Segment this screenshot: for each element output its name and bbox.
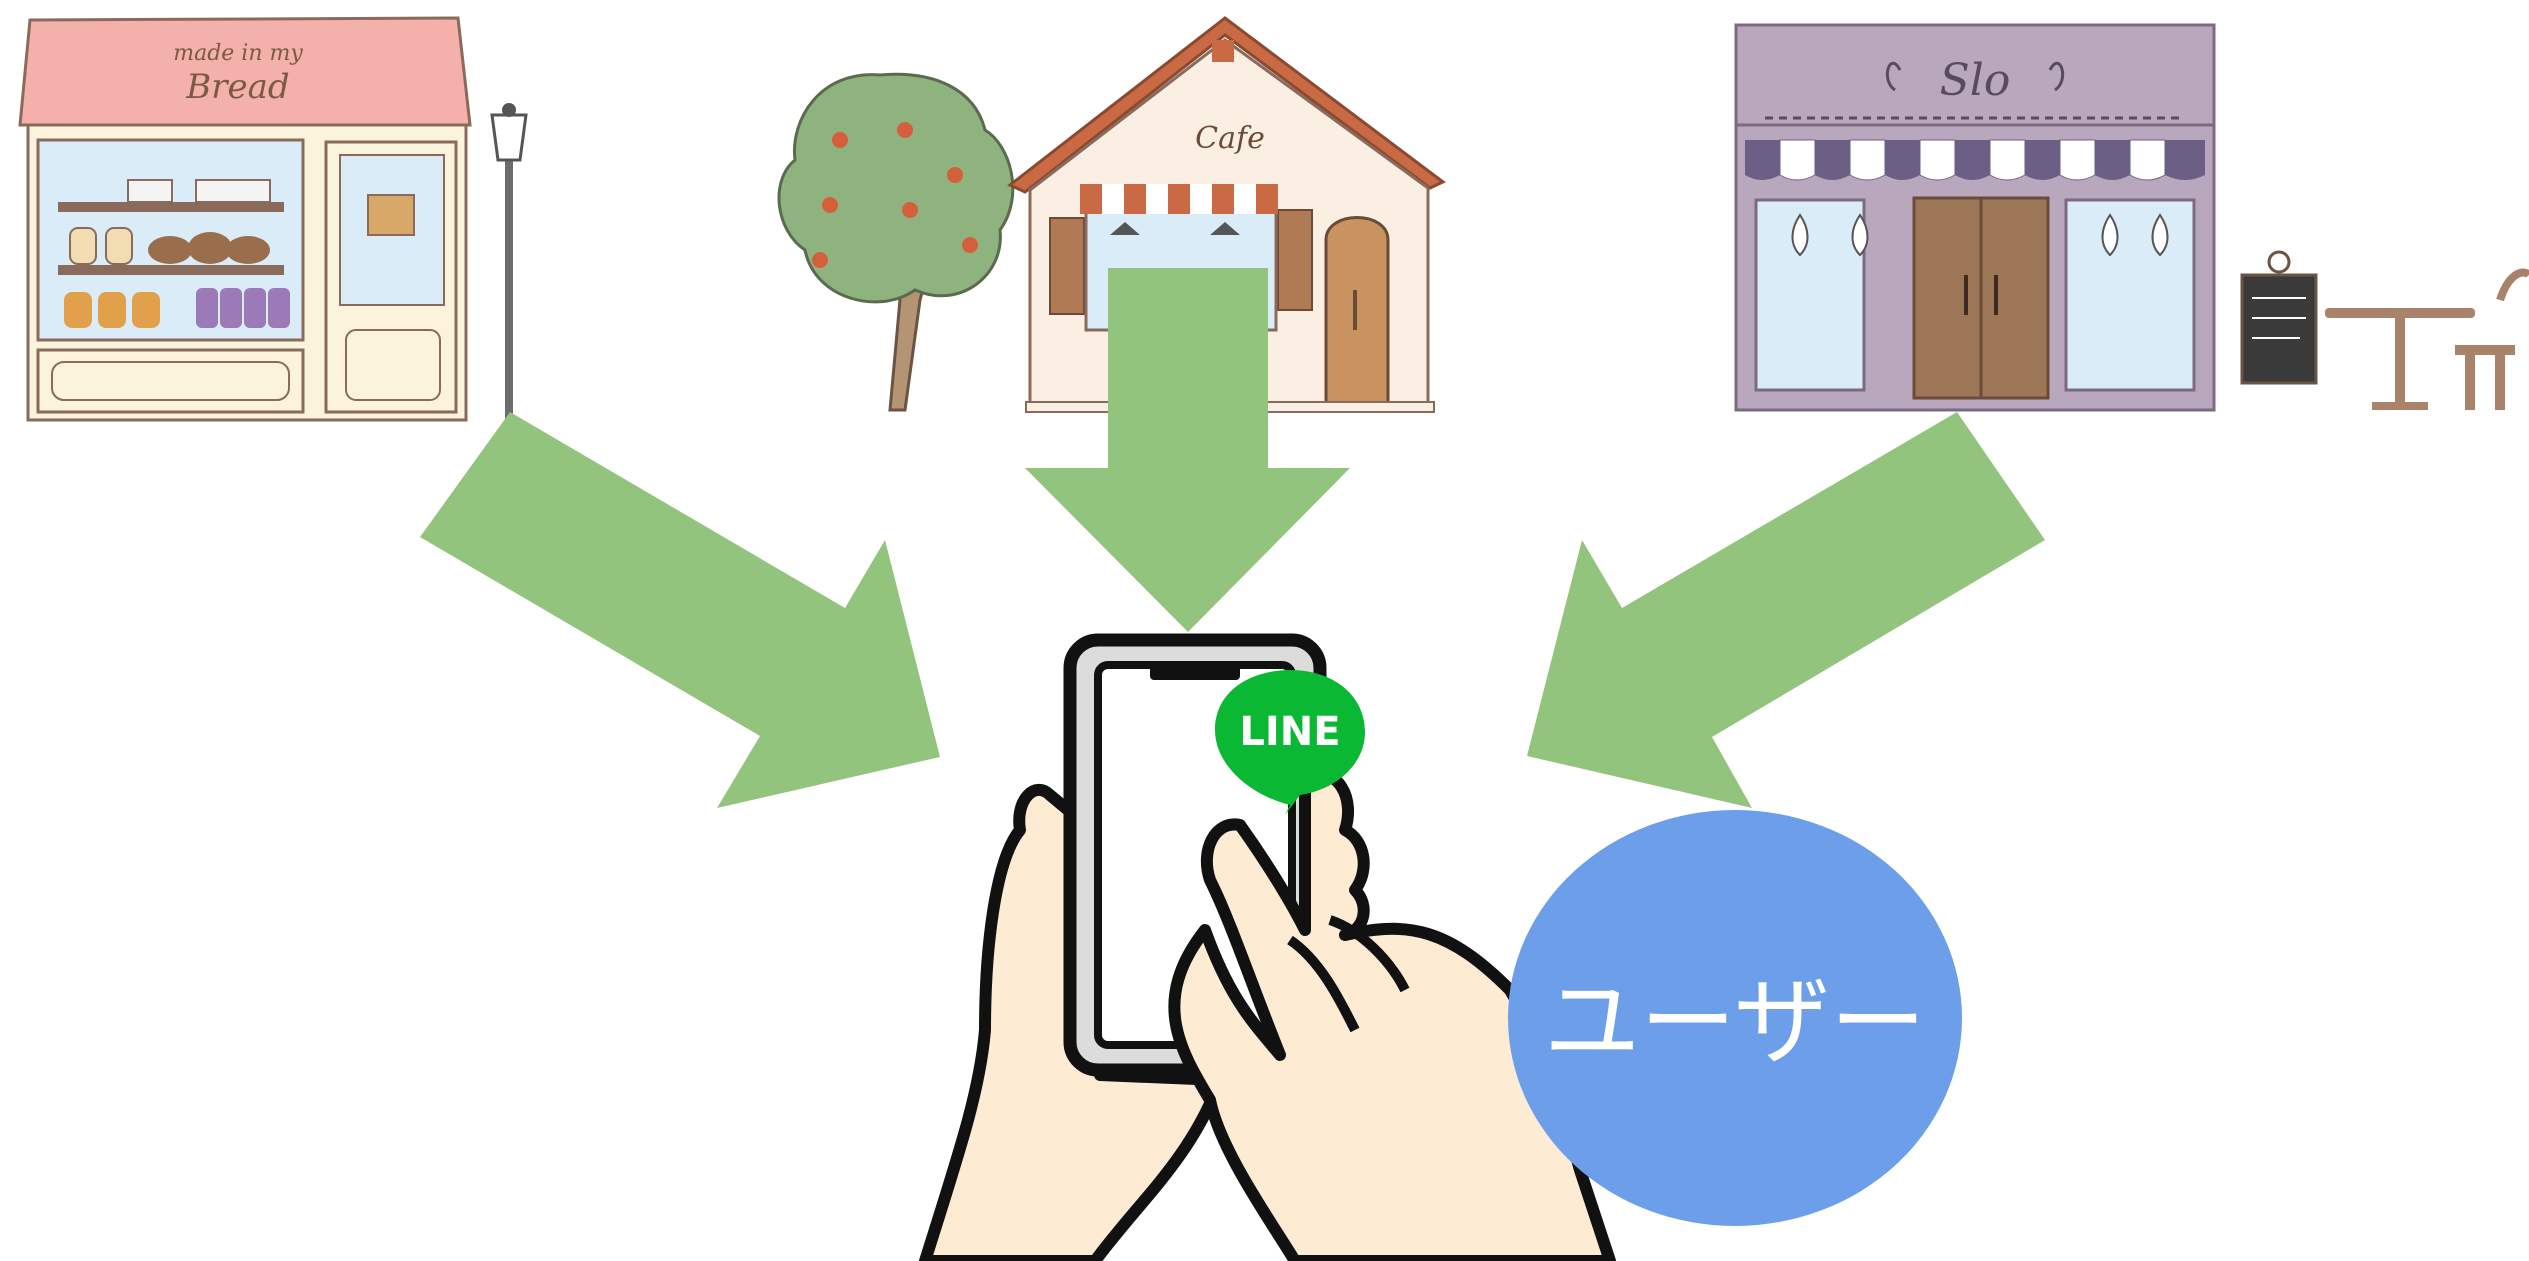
restaurant-shop-illustration: Slo [1734,23,2529,412]
bakery-sign-small: made in my [173,41,303,66]
bakery-shop-illustration: made in my Bread [18,16,528,422]
arrow-from-bakery [420,412,940,808]
line-app-badge: LINE [1215,670,1365,815]
user-bubble: ユーザー [1508,810,1962,1226]
restaurant-sign: Slo [1940,55,2011,106]
bakery-sign: Bread [185,67,289,107]
cafe-sign: Cafe [1195,121,1265,156]
tree-illustration [777,72,1015,412]
line-badge-label: LINE [1239,709,1340,755]
arrow-from-cafe [1025,268,1350,632]
arrow-from-restaurant [1527,412,2045,808]
user-label: ユーザー [1544,966,1926,1078]
